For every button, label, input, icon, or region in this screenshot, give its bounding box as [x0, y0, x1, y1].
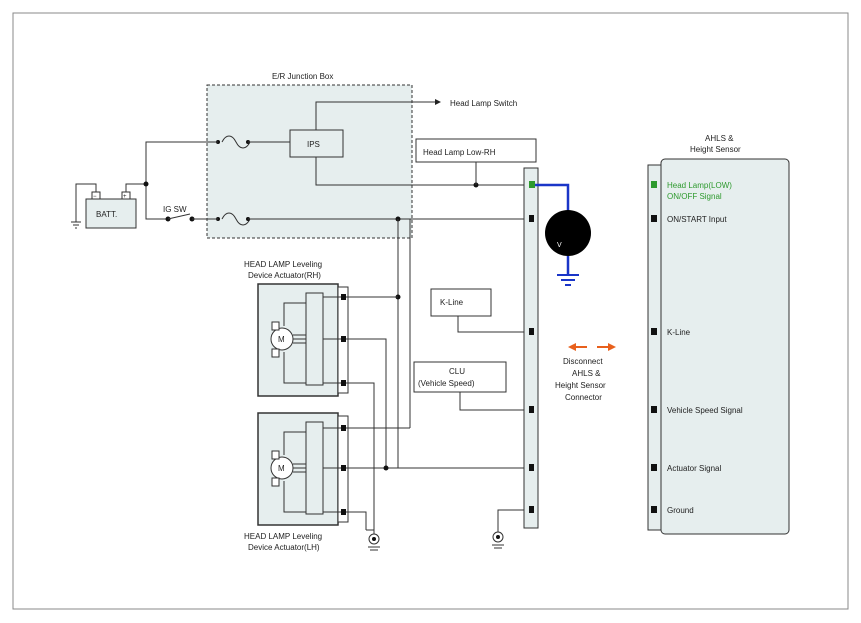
ig-sw-label: IG SW [163, 205, 187, 214]
harness-pin-1 [529, 181, 535, 188]
junction-box-label: E/R Junction Box [272, 72, 333, 81]
head-lamp-low-rh-box [415, 138, 537, 163]
battery: − + BATT. [71, 141, 218, 229]
harness-connector [523, 167, 539, 529]
ahls-pin-label-6: Ground [667, 506, 694, 515]
disconnect-label-4: Connector [565, 393, 602, 402]
diagram-frame [12, 12, 849, 610]
harness-pin-2 [529, 215, 534, 222]
ahls-pin-label-1: Head Lamp(LOW) [667, 181, 732, 190]
ips-label: IPS [307, 140, 320, 149]
svg-text:−: − [93, 194, 97, 200]
disconnect-label-2: AHLS & [572, 369, 601, 378]
clu-label-2: (Vehicle Speed) [418, 379, 475, 388]
ahls-pin-label-4: Vehicle Speed Signal [667, 406, 743, 415]
ahls-pin-6 [651, 506, 657, 513]
actuator-lh-label-1: HEAD LAMP Leveling [244, 532, 322, 541]
actuator-lh: M HEAD LAMP Leveling Device Actuator(LH) [244, 412, 349, 552]
ground-icon-actuators [368, 533, 380, 551]
ahls-pin-label-5: Actuator Signal [667, 464, 721, 473]
disconnect-label-3: Height Sensor [555, 381, 606, 390]
k-line-label: K-Line [440, 298, 464, 307]
clu-box [413, 361, 507, 393]
ahls-pin-label-3: K-Line [667, 328, 691, 337]
ground-icon-connector [492, 531, 504, 549]
head-lamp-switch-label: Head Lamp Switch [450, 99, 517, 108]
fuse-bottom [221, 212, 251, 226]
ahls-pin-1 [651, 181, 657, 188]
actuator-rh-label-1: HEAD LAMP Leveling [244, 260, 322, 269]
fuse-top [221, 135, 251, 149]
ahls-pin-label-1-line2: ON/OFF Signal [667, 192, 722, 201]
k-line-box [430, 288, 492, 317]
actuator-rh-label-2: Device Actuator(RH) [248, 271, 321, 280]
clu-label-1: CLU [449, 367, 465, 376]
ahls-pin-3 [651, 328, 657, 335]
voltmeter-label: V [557, 242, 562, 249]
motor-rh-label: M [278, 335, 285, 344]
ahls-pin-5 [651, 464, 657, 471]
harness-pin-5 [529, 464, 534, 471]
probe-wire-positive [535, 183, 570, 211]
voltmeter [545, 210, 591, 256]
motor-lh-label: M [278, 464, 285, 473]
disconnect-arrows-icon [568, 343, 616, 351]
junction-box: E/R Junction Box IPS [206, 72, 413, 239]
ahls-title-2: Height Sensor [690, 145, 741, 154]
ground-icon-voltmeter [557, 274, 579, 286]
actuator-rh: HEAD LAMP Leveling Device Actuator(RH) M [244, 260, 349, 397]
ahls-module [660, 158, 790, 535]
harness-pin-6 [529, 506, 534, 513]
harness-pin-3 [529, 328, 534, 335]
ahls-pin-2 [651, 215, 657, 222]
head-lamp-low-rh-label: Head Lamp Low-RH [423, 148, 496, 157]
svg-text:+: + [123, 194, 127, 200]
harness-pin-4 [529, 406, 534, 413]
actuator-lh-label-2: Device Actuator(LH) [248, 543, 320, 552]
ahls-title-1: AHLS & [705, 134, 734, 143]
ahls-pin-label-2: ON/START Input [667, 215, 727, 224]
ahls-pin-4 [651, 406, 657, 413]
disconnect-label-1: Disconnect [563, 357, 603, 366]
battery-label: BATT. [96, 210, 117, 219]
